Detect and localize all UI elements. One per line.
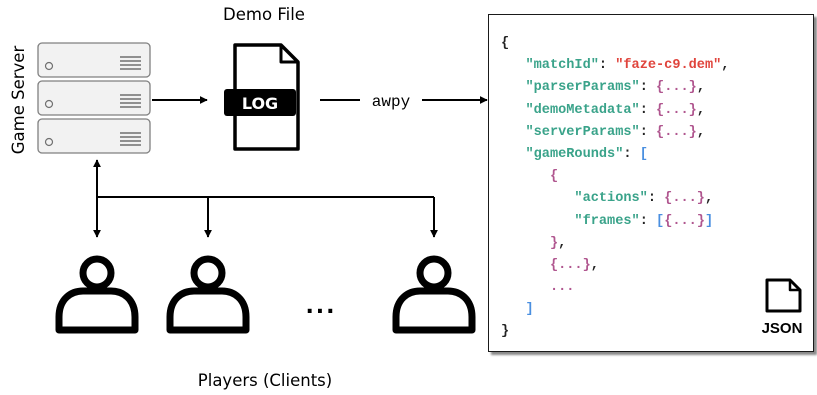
json-token: ... <box>549 280 575 296</box>
json-badge: JSON <box>762 320 803 337</box>
json-code-line: {...}, <box>501 255 729 277</box>
json-token: { <box>549 169 559 185</box>
json-code-line: { <box>501 166 729 188</box>
json-token: : <box>639 80 657 96</box>
json-token: } <box>501 324 510 340</box>
json-token: "serverParams" <box>525 124 640 140</box>
json-file-icon: JSON <box>762 278 803 337</box>
json-token: , <box>590 257 599 273</box>
json-token <box>501 147 525 162</box>
json-token <box>501 169 550 184</box>
json-token: "frames" <box>574 213 640 229</box>
json-token: "actions" <box>574 191 648 207</box>
user-icon <box>170 259 246 330</box>
demo-file-label: Demo File <box>223 5 305 24</box>
json-token <box>501 258 550 273</box>
json-token: "faze-c9.dem" <box>615 58 722 74</box>
json-code-line: "actions": {...}, <box>501 188 729 210</box>
json-token: "matchId" <box>525 58 599 74</box>
json-token: : <box>639 124 657 140</box>
json-token: "gameRounds" <box>525 146 624 162</box>
json-code-line: "parserParams": {...}, <box>501 77 729 99</box>
json-token: {...} <box>664 213 705 229</box>
json-token <box>501 103 525 118</box>
json-token: {...} <box>656 124 697 140</box>
json-token: ] <box>525 302 534 318</box>
players-label: Players (Clients) <box>198 371 332 390</box>
json-code-line: ... <box>501 277 729 299</box>
json-code-line: "serverParams": {...}, <box>501 122 729 144</box>
log-file-icon: LOG <box>224 43 300 151</box>
json-token: ] <box>704 213 714 229</box>
json-token: : <box>623 146 640 162</box>
log-badge: LOG <box>242 94 278 113</box>
awpy-label: awpy <box>372 93 411 111</box>
json-token: {...} <box>664 191 705 207</box>
json-token: , <box>721 58 730 74</box>
json-code-block: { "matchId": "faze-c9.dem", "parserParam… <box>501 33 729 344</box>
json-code-line: "demoMetadata": {...}, <box>501 100 729 122</box>
json-token <box>501 125 525 140</box>
json-token: { <box>501 36 510 51</box>
json-code-line: "matchId": "faze-c9.dem", <box>501 55 729 77</box>
json-output-panel: { "matchId": "faze-c9.dem", "parserParam… <box>488 14 814 352</box>
json-token: [ <box>639 146 648 162</box>
json-token <box>501 80 525 95</box>
json-token <box>501 191 574 206</box>
json-token: , <box>696 80 705 96</box>
json-token: : <box>639 213 657 229</box>
json-token <box>501 214 574 229</box>
json-token <box>501 58 525 73</box>
json-code-line: { <box>501 33 729 55</box>
json-token <box>501 280 550 295</box>
json-token: } <box>549 235 559 251</box>
json-token: : <box>598 58 616 74</box>
json-token: {...} <box>656 102 697 118</box>
user-icon <box>396 259 472 330</box>
json-token: , <box>696 124 705 140</box>
json-token: [ <box>656 213 665 229</box>
game-server-label: Game Server <box>9 46 28 155</box>
json-token: {...} <box>549 257 591 273</box>
json-token: "parserParams" <box>525 80 640 96</box>
json-token: "demoMetadata" <box>525 102 640 118</box>
json-code-line: } <box>501 321 729 343</box>
json-code-line: "gameRounds": [ <box>501 144 729 166</box>
more-players-ellipsis: ... <box>305 294 336 319</box>
json-token: , <box>696 102 705 118</box>
json-token: : <box>639 102 657 118</box>
server-rack-icon <box>37 42 151 154</box>
user-icon <box>59 259 135 330</box>
json-code-line: "frames": [{...}] <box>501 211 729 233</box>
server-client-connections <box>93 159 438 238</box>
json-token: , <box>704 191 714 207</box>
json-token: {...} <box>656 80 697 96</box>
json-code-line: }, <box>501 233 729 255</box>
json-token <box>501 302 525 317</box>
json-code-line: ] <box>501 299 729 321</box>
json-token <box>501 236 550 251</box>
json-token: : <box>647 191 665 207</box>
json-token: , <box>558 235 567 251</box>
